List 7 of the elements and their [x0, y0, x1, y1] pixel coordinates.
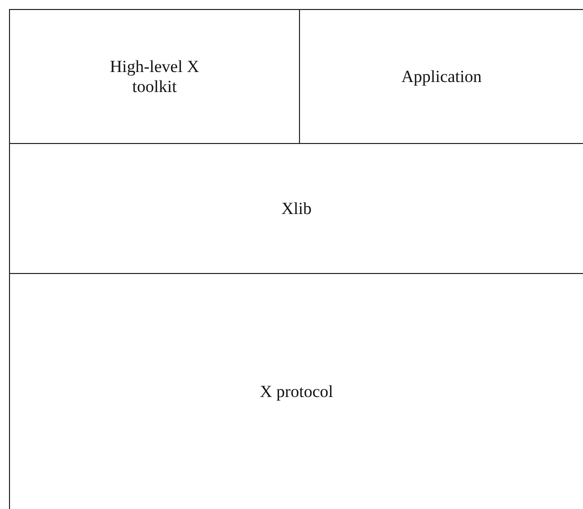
layer-box	[9, 9, 300, 144]
layer-label: X protocol	[260, 382, 334, 402]
layer-label: High-level X toolkit	[108, 57, 200, 97]
layer-box	[9, 143, 583, 274]
layer-box	[9, 273, 583, 509]
layer-label: Application	[401, 67, 482, 87]
layer-label: Xlib	[281, 199, 312, 219]
